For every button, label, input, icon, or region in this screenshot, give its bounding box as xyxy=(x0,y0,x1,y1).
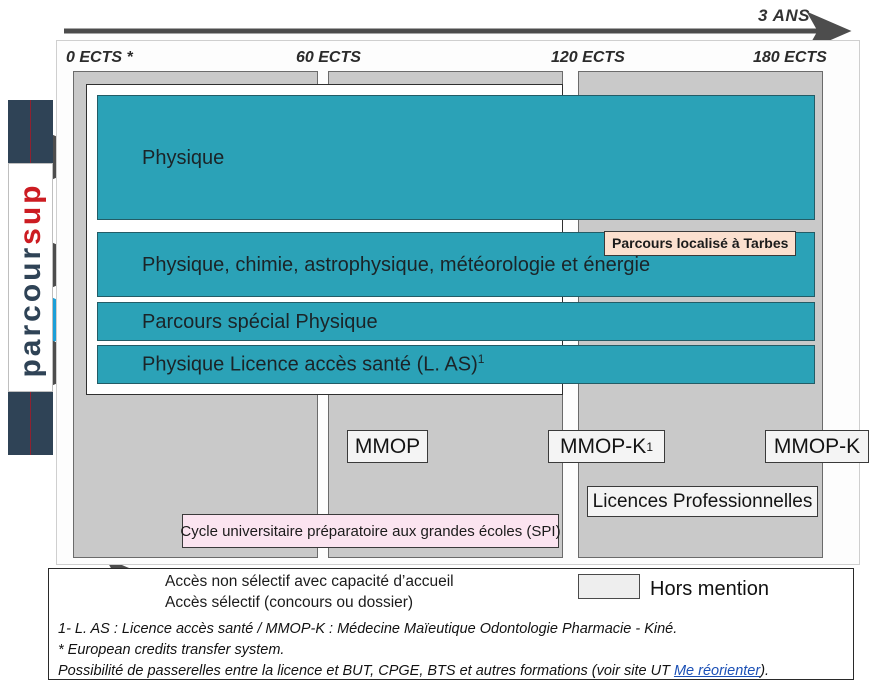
course-bar-physique-las[interactable]: Physique Licence accès santé (L. AS)1 xyxy=(97,345,815,384)
legend-panel xyxy=(48,568,854,680)
cupge-label: Cycle universitaire préparatoire aux gra… xyxy=(180,522,561,540)
parcoursup-logo[interactable]: parcoursup xyxy=(8,100,53,455)
course-label-physique: Physique xyxy=(142,146,225,169)
ects-label-120: 120 ECTS xyxy=(551,49,625,66)
outcome-label-mmop: MMOP xyxy=(354,434,421,458)
parcoursup-brand-text: parcoursup xyxy=(12,164,52,391)
course-label-parcours-special: Parcours spécial Physique xyxy=(142,310,378,333)
outcome-label-licences-professionnelles: Licences Professionnelles xyxy=(592,490,813,512)
course-label-pcame: Physique, chimie, astrophysique, météoro… xyxy=(142,253,651,276)
legend-note-2: * European credits transfer system. xyxy=(58,642,285,658)
timeline-duration-label: 3 ANS xyxy=(758,6,810,25)
parcoursup-cap-top xyxy=(8,100,53,163)
tarbes-location-badge: Parcours localisé à Tarbes xyxy=(604,231,797,256)
legend-note-3: Possibilité de passerelles entre la lice… xyxy=(58,663,769,679)
legend-label-selective: Accès sélectif (concours ou dossier) xyxy=(165,594,414,611)
parcoursup-logo-body: parcoursup xyxy=(8,163,53,392)
legend-note-3-before: Possibilité de passerelles entre la lice… xyxy=(58,663,674,679)
course-bar-physique[interactable]: Physique xyxy=(97,95,815,220)
me-reorienter-link[interactable]: Me réorienter xyxy=(673,663,761,679)
course-label-physique-las: Physique Licence accès santé (L. AS)1 xyxy=(142,352,485,376)
outcome-box-mmop[interactable]: MMOP xyxy=(347,430,428,463)
ects-label-0: 0 ECTS * xyxy=(66,49,133,66)
parcoursup-redline-top xyxy=(30,100,31,163)
ects-label-60: 60 ECTS xyxy=(296,49,361,66)
legend-note-1: 1- L. AS : Licence accès santé / MMOP-K … xyxy=(58,621,678,637)
outcome-box-mmop-k[interactable]: MMOP-K xyxy=(765,430,869,463)
legend-label-hors-mention: Hors mention xyxy=(650,578,769,600)
parcoursup-brand-part2: sup xyxy=(14,182,47,245)
outcome-label-mmop-k1-superscript: 1 xyxy=(646,439,653,454)
outcome-box-licences-professionnelles[interactable]: Licences Professionnelles xyxy=(587,486,818,517)
course-label-physique-las-superscript: 1 xyxy=(477,352,485,367)
legend-label-non-selective: Accès non sélectif avec capacité d’accue… xyxy=(165,573,454,590)
ects-label-180: 180 ECTS xyxy=(753,49,827,66)
cupge-box[interactable]: Cycle universitaire préparatoire aux gra… xyxy=(180,514,561,548)
outcome-label-mmop-k1: MMOP-K xyxy=(559,434,647,458)
legend-swatch-hors-mention xyxy=(578,574,640,599)
parcoursup-brand-part1: parcour xyxy=(14,244,47,378)
legend-note-3-after: ). xyxy=(760,663,770,679)
parcoursup-cap-bottom xyxy=(8,392,53,455)
parcoursup-redline-bottom xyxy=(30,392,31,455)
course-bar-parcours-special[interactable]: Parcours spécial Physique xyxy=(97,302,815,341)
outcome-label-mmop-k: MMOP-K xyxy=(773,434,861,458)
